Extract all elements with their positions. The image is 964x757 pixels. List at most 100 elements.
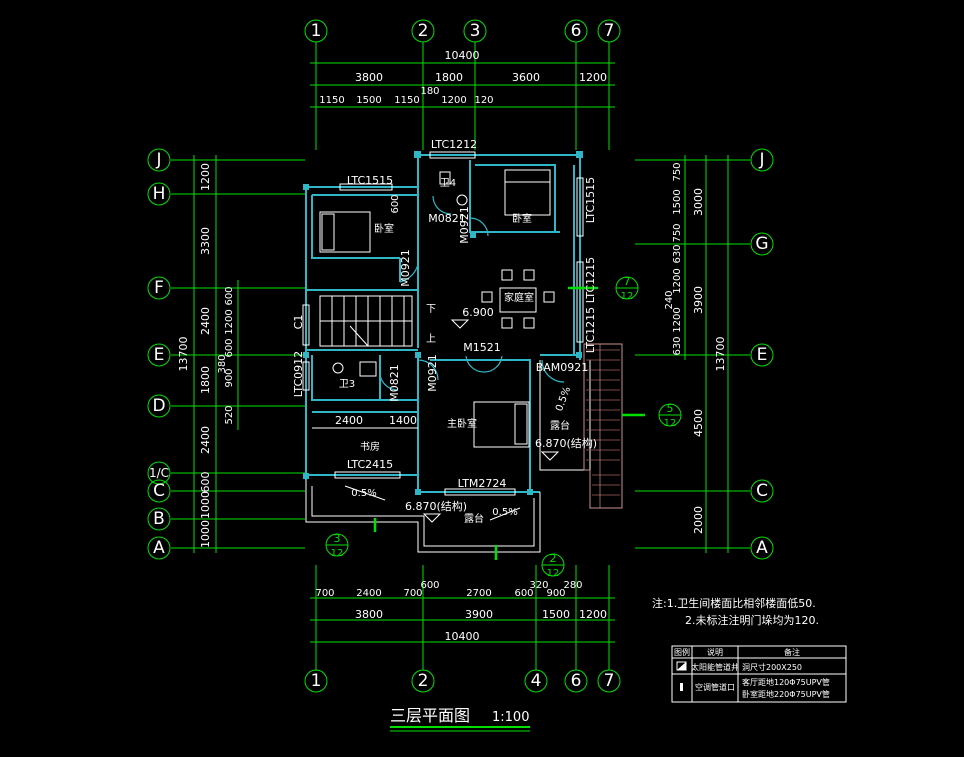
dim-top: 1800 [435,71,463,84]
callout-den: 12 [547,568,560,579]
grid-bubble-left: C [153,481,165,501]
dim-left: 1800 [199,366,212,394]
grid-bubble-top: 2 [418,21,429,41]
grid-bubble-bottom: 7 [604,671,615,691]
dim-left: 520 [224,405,235,424]
grid-bubble-left: B [153,509,165,529]
dim-bottom: 900 [546,588,565,599]
opening-label: M0821 [428,212,466,225]
title-scale: 1:100 [492,710,529,725]
furniture [319,169,555,448]
grid-axes-top: 1 2 3 6 7 [304,19,621,150]
grid-bubble-left: E [154,345,165,365]
dim-left: 900 [224,368,235,387]
dim-left: 600 [199,472,212,493]
dim-right: 3900 [692,286,705,314]
elevation-label: 6.870(结构) [405,499,467,513]
room-label: 卫3 [339,379,355,390]
callout-num: 3 [334,532,341,545]
dim-right: 1500 [672,189,683,214]
room-labels: 卧室 卧室 主卧室 书房 家庭室 露台 露台 LTC1212 LTC1515 L… [292,138,597,525]
dim-top: 180 [420,86,439,97]
grid-axes-left: J H F E D 1/C C B A [147,148,305,560]
opening-label: LTC1215 [584,307,597,353]
opening-label: LTM2724 [458,477,507,490]
elevation-label: 6.870(结构) [535,436,597,450]
dim-left: 1000 [199,491,212,519]
grid-bubble-right: J [758,150,764,170]
stair-direction: 下 [426,304,436,315]
legend-note: 客厅距地120Φ75UPV管 [742,677,830,687]
dim-bottom: 1200 [579,608,607,621]
dim-right: 240 [664,290,675,309]
callout-den: 12 [331,548,344,559]
opening-label: M0921 [458,206,471,244]
slope-label: 0.5% [351,488,376,499]
dim-left: 600 [224,338,235,357]
dim-bottom: 600 [514,588,533,599]
dim-bottom: 3800 [355,608,383,621]
dim-left-total: 13700 [177,337,190,372]
grid-bubble-right: A [756,538,768,558]
callout-num: 2 [550,552,557,565]
room-label: 书房 [360,440,380,453]
grid-bubble-top: 7 [604,21,615,41]
opening-label: LTC2415 [347,458,393,471]
dim-bottom-total: 10400 [445,630,480,643]
dimensions-top: 10400 3800 1800 3600 1200 1150 1500 1150… [310,49,615,108]
legend-header: 说明 [707,647,723,657]
dim-right: 4500 [692,409,705,437]
room-label: 家庭室 [504,291,534,304]
opening-label: M0821 [388,364,401,402]
dim-bottom: 2700 [466,588,491,599]
dimensions-left: 1200 3300 2400 1800 2400 600 1000 1000 1… [177,155,239,553]
room-label: 露台 [464,512,484,525]
dim-right: 630 [672,244,683,263]
dim-top: 1500 [356,95,381,106]
elevation-label: 6.900 [462,306,494,319]
grid-axes-bottom: 1 2 4 6 7 [304,565,621,693]
dim-left: 1200 [224,309,235,334]
dim-right-total: 13700 [714,337,727,372]
notes: 注:1.卫生间楼面比相邻楼面低50. 2.未标注注明门垛均为120. [652,596,819,627]
opening-label: LTC1515 [347,174,393,187]
opening-label: LTC1212 [431,138,477,151]
grid-bubble-right: G [755,234,768,254]
room-label: 主卧室 [447,417,477,430]
grid-bubble-top: 1 [311,21,322,41]
grid-bubble-bottom: 1 [311,671,322,691]
legend-table: 图例 说明 备注 太阳能管道井 洞尺寸200X250 空调管道口 客厅距地120… [671,645,847,703]
staircase [319,295,413,347]
dim-top: 3600 [512,71,540,84]
building-walls [303,151,583,495]
callout-den: 12 [664,418,677,429]
callout-den: 12 [621,291,634,302]
opening-label: M1521 [463,341,501,354]
dim-left: 1000 [199,520,212,548]
dim-bottom: 1500 [542,608,570,621]
dim-top-total: 10400 [445,49,480,62]
dim-left: 2400 [199,426,212,454]
dim-left: 1200 [199,163,212,191]
opening-label: M0921 [399,249,412,287]
dim-internal: 600 [390,194,401,213]
dim-internal: 1400 [389,414,417,427]
windows [302,151,584,496]
stair-direction: 上 [426,333,436,345]
dim-top: 1200 [579,71,607,84]
room-label: 卫4 [440,178,456,189]
dim-top: 3800 [355,71,383,84]
opening-label: M0921 [426,354,439,392]
note-line: 注:1.卫生间楼面比相邻楼面低50. [652,596,816,610]
dim-left: 2400 [199,307,212,335]
dimensions-bottom: 700 2400 700 600 2700 600 320 280 900 38… [310,580,615,643]
grid-bubble-right: C [756,481,768,501]
dim-bottom: 700 [315,588,334,599]
dim-bottom: 2400 [356,588,381,599]
dim-left: 3300 [199,227,212,255]
dim-left: 380 [217,354,228,373]
legend-desc: 太阳能管道井 [691,662,739,672]
slope-label: 0.5% [554,385,573,413]
dim-bottom: 3900 [465,608,493,621]
